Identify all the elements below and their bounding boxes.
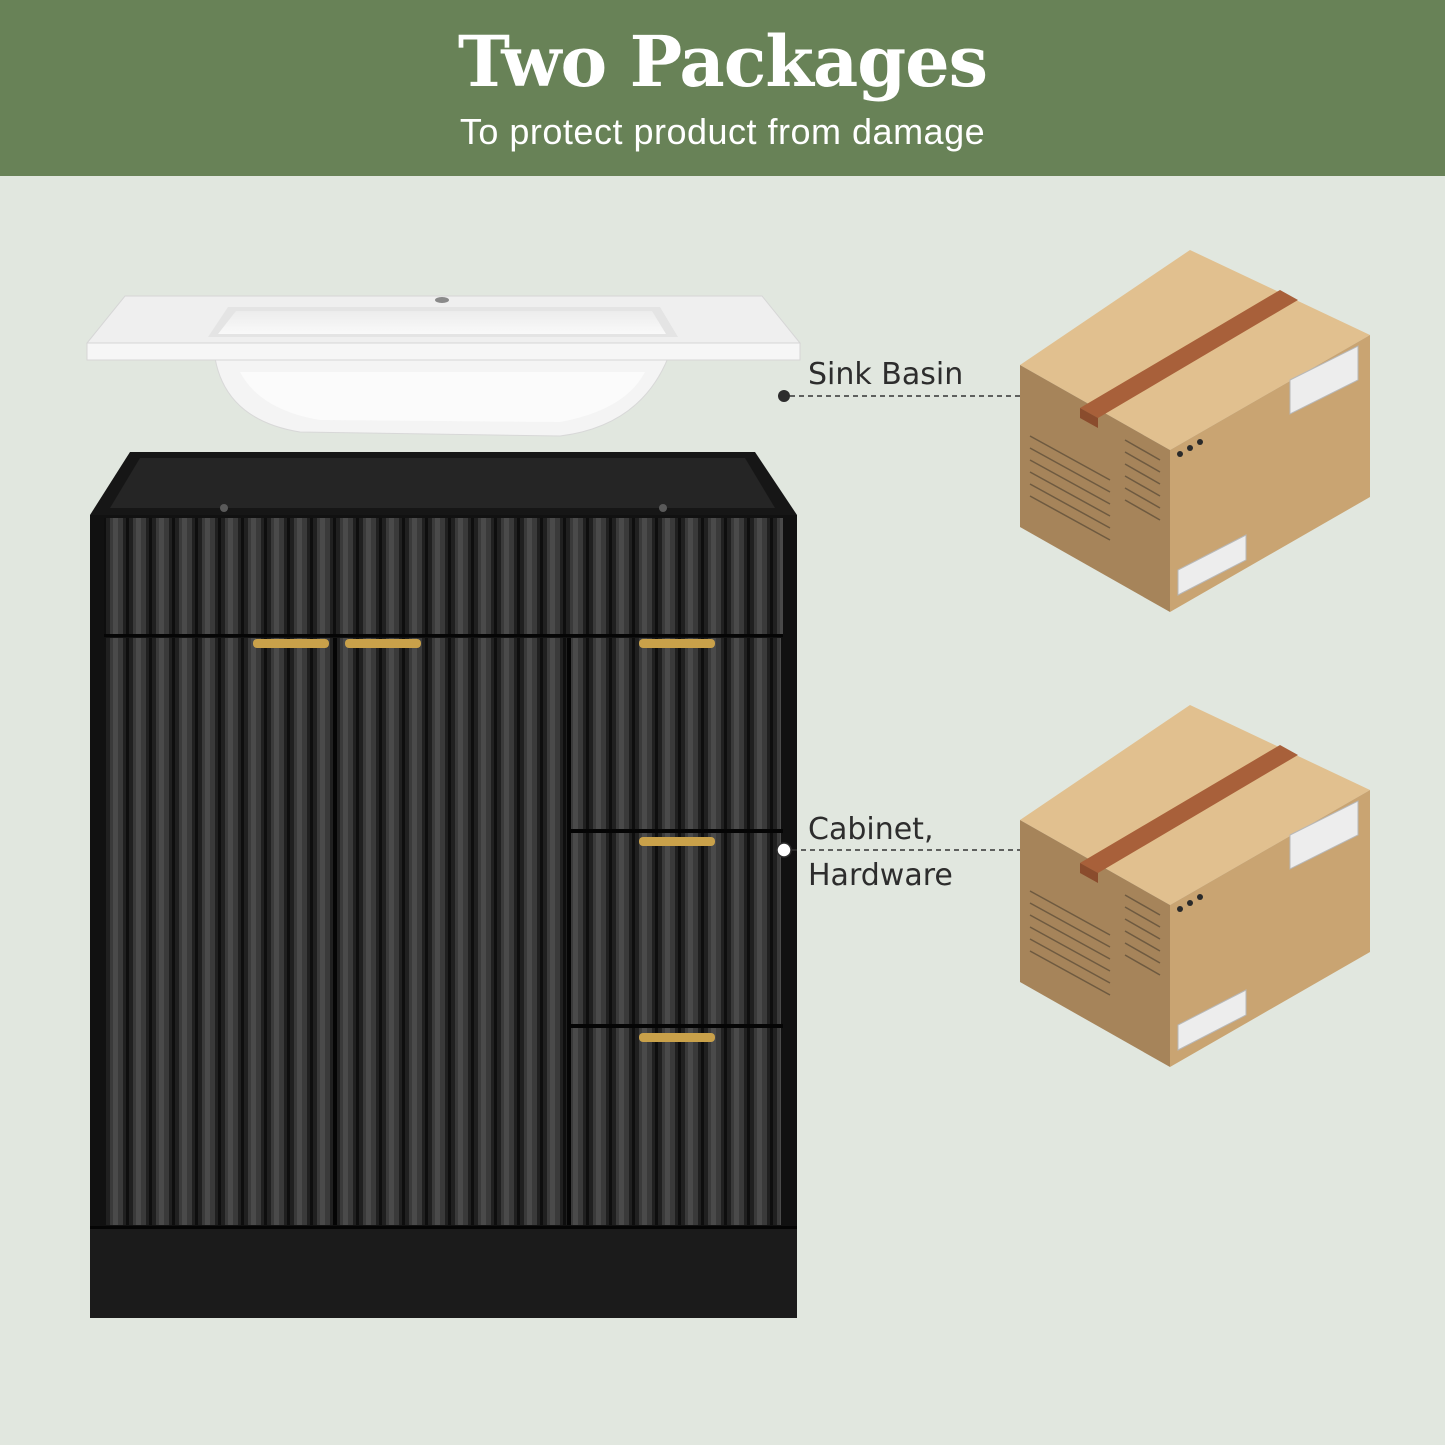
cabinet-handles — [253, 639, 715, 1042]
callout-cabinet — [776, 842, 1036, 858]
header-banner: Two Packages To protect product from dam… — [0, 0, 1445, 176]
callout-sink — [778, 390, 1036, 402]
door-handle-left — [253, 639, 329, 648]
drawer-handle-top — [639, 639, 715, 648]
drawer-handle-bottom — [639, 1033, 715, 1042]
cabinet-label-line2: Hardware — [808, 858, 953, 893]
cabinet-label-line1: Cabinet, — [808, 812, 934, 847]
page-subtitle: To protect product from damage — [459, 111, 986, 152]
package-box-icon — [1020, 705, 1370, 1067]
package-box-icon — [1020, 250, 1370, 612]
door-handle-right — [345, 639, 421, 648]
sink-basin-image — [85, 295, 802, 437]
page-title: Two Packages — [457, 20, 988, 103]
drawer-handle-middle — [639, 837, 715, 846]
cabinet-image — [90, 452, 797, 1318]
sink-basin-label: Sink Basin — [808, 357, 964, 392]
